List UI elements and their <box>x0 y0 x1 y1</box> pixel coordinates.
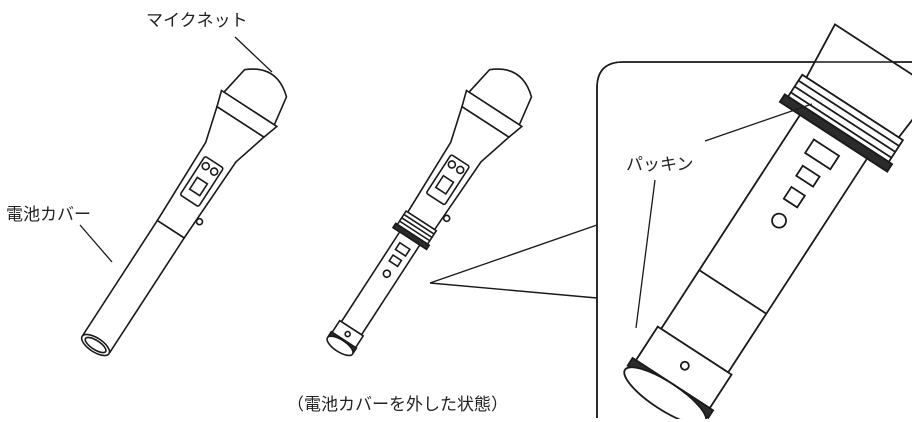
battery-cover <box>82 219 186 354</box>
label-mic-net: マイクネット <box>146 11 248 31</box>
leader-gasket-lower <box>635 179 656 329</box>
mic-bottom <box>80 333 111 357</box>
zoom-detail <box>623 23 912 422</box>
leader-gasket-upper <box>704 103 813 142</box>
caption: （電池カバーを外した状態） <box>287 395 508 415</box>
leader-lines <box>79 36 813 329</box>
label-gasket: パッキン <box>626 155 694 175</box>
leader-battery-cover <box>79 224 113 263</box>
mic-net <box>222 68 288 127</box>
zoom-callout <box>429 224 598 299</box>
label-battery-cover: 電池カバー <box>6 205 91 225</box>
microphone-cover-removed <box>326 68 533 357</box>
leader-mic-net <box>234 36 273 73</box>
microphone-assembled <box>80 68 288 357</box>
mic-net-2 <box>467 68 533 127</box>
